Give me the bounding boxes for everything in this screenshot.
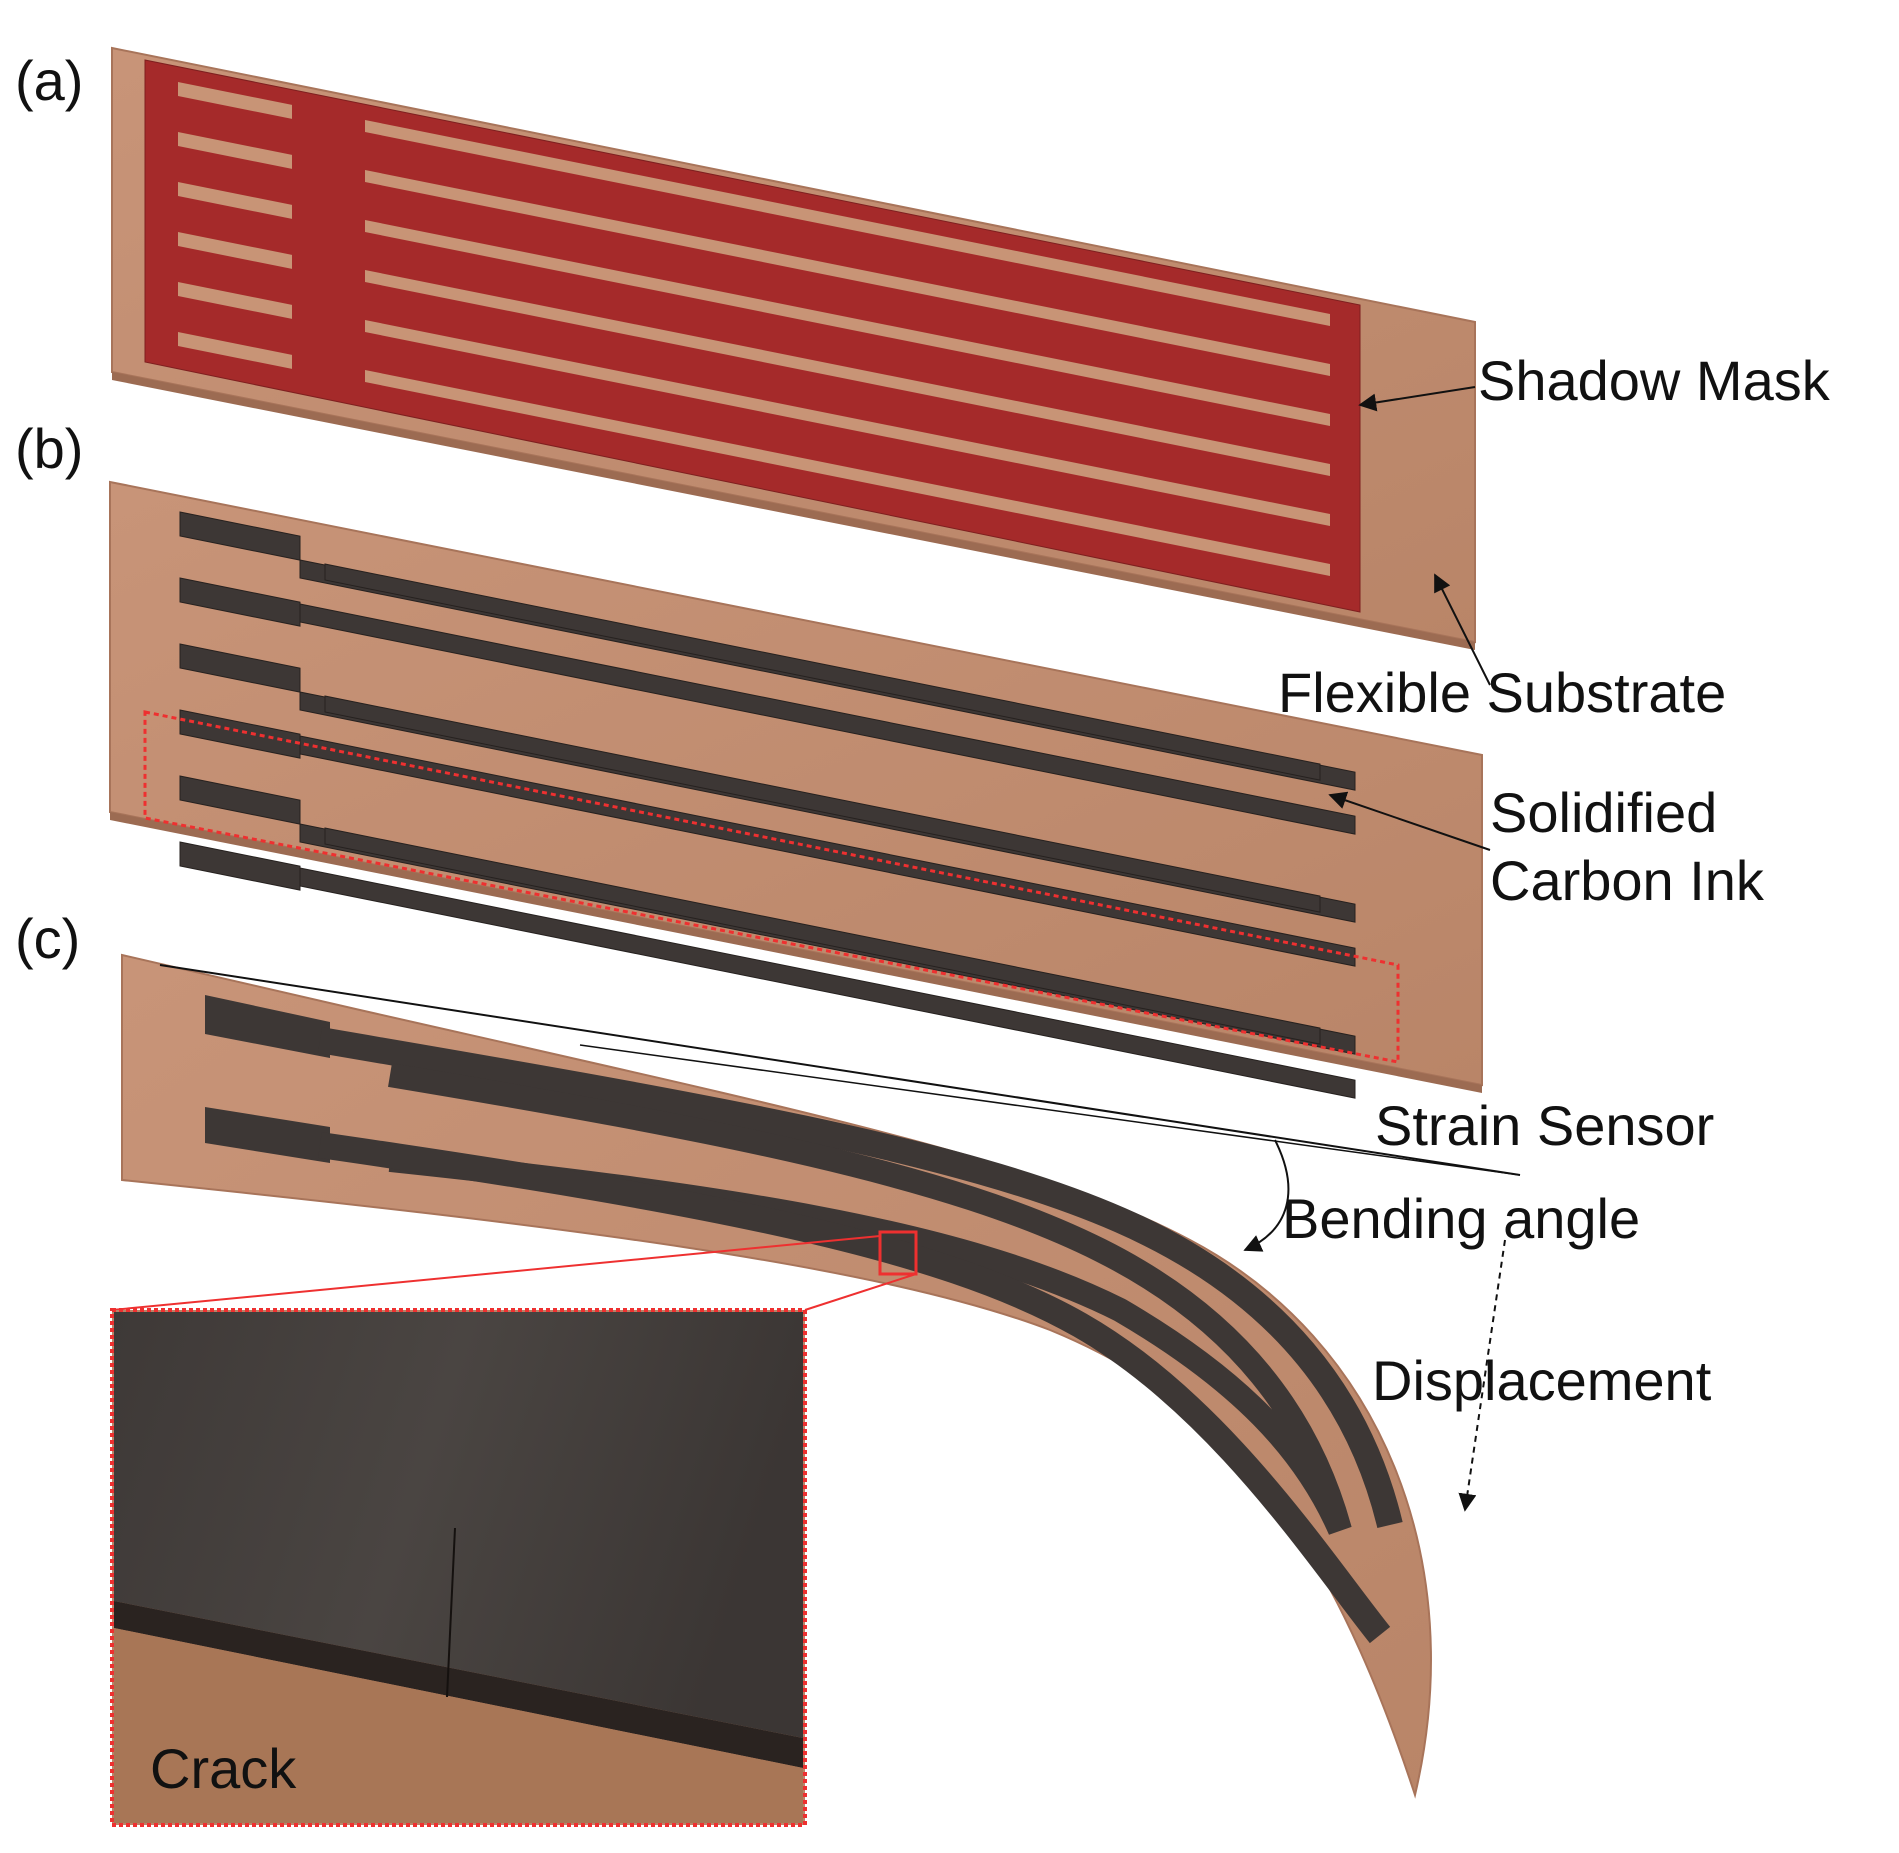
label-carbon-ink: Carbon Ink: [1490, 849, 1765, 912]
label-flexible-substrate: Flexible Substrate: [1278, 661, 1726, 724]
mask-slot-pad: [178, 82, 292, 119]
mask-slot-long: [365, 220, 1330, 427]
panel-label-b: (b): [15, 417, 83, 480]
carbon-trace-loop: [324, 695, 1321, 913]
crack-inset: [110, 1308, 807, 1827]
panel-a-substrate-edge: [112, 372, 1475, 650]
label-bending-angle: Bending angle: [1282, 1187, 1640, 1250]
carbon-ink-arrow: [1328, 791, 1491, 851]
mask-slot-long: [365, 120, 1330, 327]
carbon-ink-traces: [179, 511, 1356, 1099]
carbon-trace-loop: [324, 563, 1321, 781]
label-shadow-mask: Shadow Mask: [1478, 349, 1831, 412]
carbon-pad: [179, 709, 301, 759]
carbon-pad: [179, 841, 301, 891]
carbon-pad: [179, 577, 301, 627]
reference-line-chord: [579, 1044, 1521, 1176]
mask-slot-pad: [178, 282, 292, 319]
mask-slot-long: [365, 270, 1330, 477]
bent-pad-top: [205, 995, 330, 1058]
panel-label-c: (c): [15, 907, 80, 970]
inset-ink-surface: [114, 1312, 803, 1738]
reference-line-top: [159, 964, 1521, 1176]
mask-slot-long: [365, 320, 1330, 527]
shadow-mask: [144, 59, 1361, 613]
bent-trace-outer: [317, 1027, 1403, 1529]
label-displacement: Displacement: [1372, 1349, 1712, 1412]
carbon-trace-inner: [299, 603, 1356, 835]
crack-line: [446, 1527, 456, 1698]
panel-b-graphic: [109, 480, 1483, 1099]
label-solidified: Solidified: [1490, 781, 1717, 844]
panel-c-graphic: [111, 953, 1521, 1799]
bent-trace-inner: [318, 1132, 1391, 1644]
bent-sensor-traces: [205, 995, 1403, 1644]
label-crack: Crack: [150, 1737, 297, 1800]
mask-slot-pad: [178, 232, 292, 269]
carbon-trace-loop: [324, 827, 1321, 1045]
bent-trace-loop: [388, 1063, 1352, 1535]
inset-substrate: [114, 1628, 803, 1823]
mask-slot-pad: [178, 132, 292, 169]
inset-ink-edge: [114, 1601, 803, 1768]
annotation-arrows: [1328, 386, 1491, 851]
inset-border: [110, 1308, 807, 1827]
panel-label-a: (a): [15, 49, 83, 112]
flexible-substrate-arrow: [1434, 573, 1491, 686]
mask-slot-pad: [178, 182, 292, 219]
mask-slot-long: [365, 170, 1330, 377]
mask-slot-long: [365, 370, 1330, 577]
panel-b-substrate-edge: [110, 812, 1482, 1093]
panel-a-graphic: [111, 46, 1476, 650]
bent-pad-bottom: [205, 1107, 330, 1163]
bending-angle-arc: [1243, 1139, 1290, 1252]
mask-slots: [178, 82, 1330, 577]
zoom-line-bottom: [804, 1273, 917, 1311]
zoom-line-top: [111, 1235, 881, 1311]
mask-slot-pad: [178, 332, 292, 369]
carbon-trace-inner: [299, 867, 1356, 1099]
shadow-mask-arrow: [1358, 386, 1476, 412]
crack-location-box: [878, 1230, 918, 1276]
label-strain-sensor: Strain Sensor: [1375, 1094, 1714, 1157]
displacement-arrow: [1458, 1239, 1506, 1512]
